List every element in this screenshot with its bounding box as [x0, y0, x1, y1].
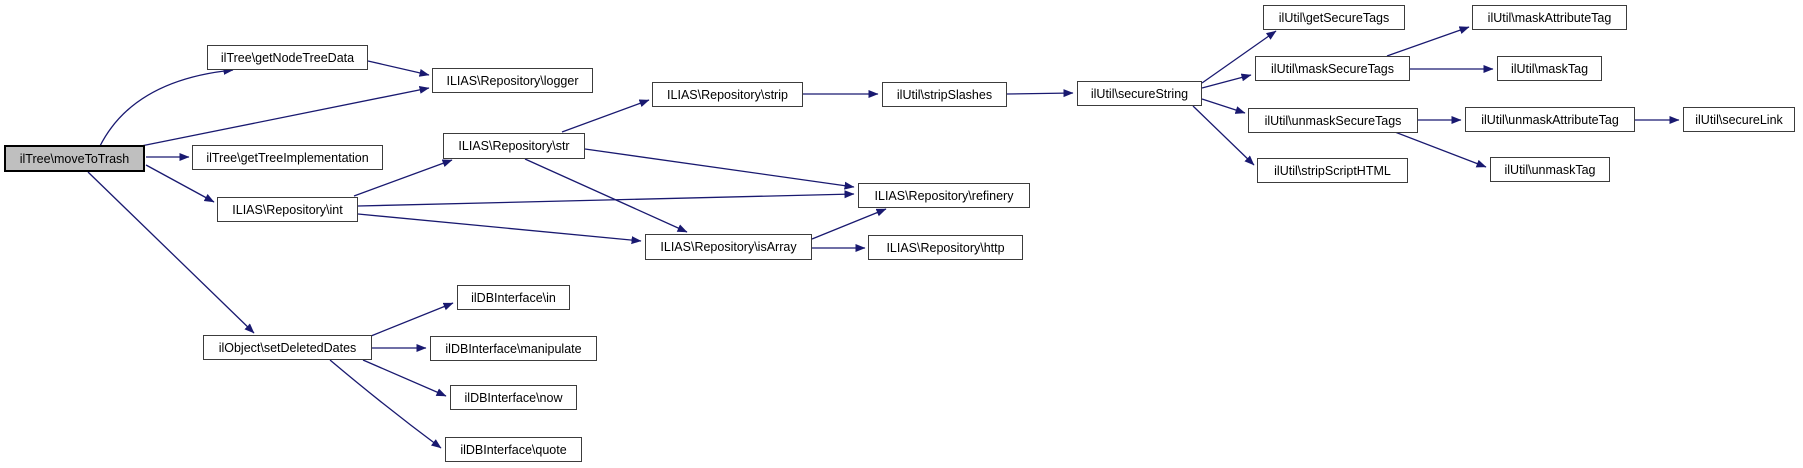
graph-node-now[interactable]: ilDBInterface\now	[450, 385, 577, 410]
graph-node-label: ilTree\getTreeImplementation	[206, 150, 369, 165]
graph-node-label: ILIAS\Repository\isArray	[660, 240, 797, 254]
edge-setDeletedDates-to-in	[370, 302, 454, 337]
graph-node-label: ilUtil\stripSlashes	[896, 87, 993, 102]
graph-node-secureLink[interactable]: ilUtil\secureLink	[1683, 107, 1795, 132]
edge-moveToTrash-to-logger	[140, 85, 430, 147]
edge-isArray-to-refinery	[811, 208, 887, 240]
edge-moveToTrash-to-int	[145, 164, 215, 203]
graph-node-label: ilUtil\maskAttributeTag	[1487, 10, 1612, 25]
graph-node-label: ilDBInterface\manipulate	[445, 341, 582, 356]
graph-node-label: ilUtil\getSecureTags	[1278, 10, 1390, 25]
graph-node-http[interactable]: ILIAS\Repository\http	[868, 235, 1023, 260]
graph-node-str[interactable]: ILIAS\Repository\str	[443, 133, 585, 159]
graph-node-stripScriptHTML[interactable]: ilUtil\stripScriptHTML	[1257, 158, 1408, 183]
graph-node-unmaskTag[interactable]: ilUtil\unmaskTag	[1490, 157, 1610, 182]
edge-str-to-strip	[561, 99, 650, 133]
graph-node-logger[interactable]: ILIAS\Repository\logger	[432, 68, 593, 93]
graph-node-label: ilDBInterface\quote	[460, 442, 567, 457]
graph-node-getSecureTags[interactable]: ilUtil\getSecureTags	[1263, 5, 1405, 30]
edge-setDeletedDates-to-quote	[329, 359, 442, 449]
edge-unmaskSecureTags-to-unmaskTag	[1394, 131, 1487, 168]
graph-node-label: ilUtil\unmaskAttributeTag	[1481, 112, 1619, 127]
graph-node-label: ilUtil\secureLink	[1695, 112, 1783, 127]
graph-node-label: ilTree\getNodeTreeData	[220, 50, 355, 65]
graph-node-label: ILIAS\Repository\refinery	[874, 188, 1014, 203]
edge-int-to-isArray	[357, 213, 642, 245]
edge-getNodeTreeData-to-logger	[367, 60, 430, 77]
edges-group	[87, 26, 1680, 449]
edge-setDeletedDates-to-now	[362, 359, 447, 397]
graph-node-maskAttributeTag[interactable]: ilUtil\maskAttributeTag	[1472, 5, 1627, 30]
graph-node-getNodeTreeData[interactable]: ilTree\getNodeTreeData	[207, 45, 368, 70]
graph-node-label: ilUtil\stripScriptHTML	[1274, 163, 1391, 178]
graph-node-strip[interactable]: ILIAS\Repository\strip	[652, 82, 803, 107]
edge-secureString-to-stripScriptHTML	[1192, 105, 1255, 166]
edge-secureString-to-getSecureTags	[1201, 30, 1277, 84]
graph-node-label: ilDBInterface\now	[464, 390, 563, 405]
edge-int-to-refinery	[357, 190, 855, 207]
edge-stripSlashes-to-secureString	[1006, 89, 1074, 98]
graph-node-maskTag[interactable]: ilUtil\maskTag	[1497, 56, 1602, 81]
graph-node-isArray[interactable]: ILIAS\Repository\isArray	[645, 234, 812, 260]
graph-node-quote[interactable]: ilDBInterface\quote	[445, 437, 582, 462]
graph-node-label: ILIAS\Repository\str	[458, 139, 570, 153]
graph-node-label: ILIAS\Repository\http	[886, 240, 1005, 255]
graph-node-label: ILIAS\Repository\strip	[667, 87, 788, 102]
edge-int-to-str	[353, 159, 453, 197]
graph-node-label: ILIAS\Repository\logger	[446, 73, 579, 88]
graph-node-unmaskSecureTags[interactable]: ilUtil\unmaskSecureTags	[1248, 108, 1418, 133]
edge-str-to-isArray	[524, 158, 688, 233]
edge-secureString-to-maskSecureTags	[1201, 73, 1252, 89]
graph-node-manipulate[interactable]: ilDBInterface\manipulate	[430, 336, 597, 361]
graph-node-setDeletedDates[interactable]: ilObject\setDeletedDates	[203, 335, 372, 360]
graph-node-stripSlashes[interactable]: ilUtil\stripSlashes	[882, 82, 1007, 107]
graph-node-label: ilUtil\maskSecureTags	[1271, 61, 1394, 76]
graph-node-secureString[interactable]: ilUtil\secureString	[1077, 81, 1202, 106]
graph-node-label: ilDBInterface\in	[471, 290, 556, 305]
graph-node-getTreeImplementation[interactable]: ilTree\getTreeImplementation	[192, 145, 383, 170]
graph-node-in[interactable]: ilDBInterface\in	[457, 285, 570, 310]
edge-moveToTrash-to-setDeletedDates	[87, 171, 255, 334]
edge-secureString-to-unmaskSecureTags	[1201, 98, 1246, 114]
graph-node-label: ilObject\setDeletedDates	[218, 340, 357, 355]
graph-node-int[interactable]: ILIAS\Repository\int	[217, 197, 358, 222]
edge-moveToTrash-to-getNodeTreeData	[99, 66, 234, 147]
graph-node-label: ilUtil\unmaskSecureTags	[1264, 113, 1402, 128]
graph-node-maskSecureTags[interactable]: ilUtil\maskSecureTags	[1255, 56, 1410, 81]
graph-node-label: ilTree\moveToTrash	[19, 151, 130, 166]
edge-str-to-refinery	[584, 148, 855, 190]
graph-node-unmaskAttributeTag[interactable]: ilUtil\unmaskAttributeTag	[1465, 107, 1635, 132]
graph-node-label: ilUtil\maskTag	[1510, 61, 1589, 76]
edge-maskSecureTags-to-maskAttributeTag	[1386, 26, 1470, 57]
graph-node-label: ilUtil\secureString	[1090, 86, 1189, 101]
graph-node-label: ILIAS\Repository\int	[232, 202, 343, 217]
graph-node-label: ilUtil\unmaskTag	[1504, 162, 1596, 177]
graph-node-refinery[interactable]: ILIAS\Repository\refinery	[858, 183, 1030, 208]
graph-node-moveToTrash: ilTree\moveToTrash	[4, 145, 145, 172]
